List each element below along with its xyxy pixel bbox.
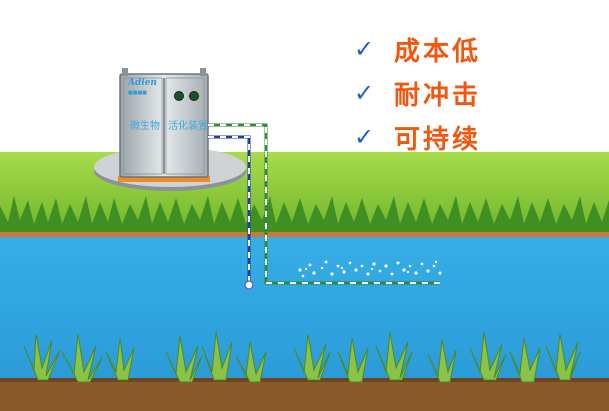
benefit-label: 成本低 [394, 36, 482, 67]
outlet-nozzle-icon [244, 280, 254, 290]
benefit-label: 耐冲击 [394, 80, 482, 111]
indicator-light-icon [189, 91, 199, 101]
benefit-label: 可持续 [394, 124, 482, 155]
checkmark-icon: ✓ [354, 79, 375, 107]
benefits-list: ✓ 成本低 ✓ 耐冲击 ✓ 可持续 [354, 27, 481, 159]
benefit-item: ✓ 可持续 [354, 115, 481, 159]
benefit-item: ✓ 成本低 [354, 27, 481, 71]
air-pipe-green [208, 123, 440, 285]
unit-logo-subtitle: ■■■■ [128, 90, 147, 96]
right-door-label: 活化装置 [168, 121, 208, 132]
aeration-bubbles [298, 260, 442, 278]
checkmark-icon: ✓ [354, 123, 375, 151]
indicator-light-icon [174, 91, 184, 101]
grass-bank [0, 152, 609, 237]
water-pipe-blue [208, 135, 251, 283]
pond-bottom-soil [0, 378, 609, 411]
checkmark-icon: ✓ [354, 35, 375, 63]
unit-logo: Adlen [128, 78, 157, 88]
left-door-label: 微生物 [130, 121, 160, 132]
pond-water [0, 237, 609, 382]
aquatic-plants [23, 331, 581, 383]
benefit-item: ✓ 耐冲击 [354, 71, 481, 115]
